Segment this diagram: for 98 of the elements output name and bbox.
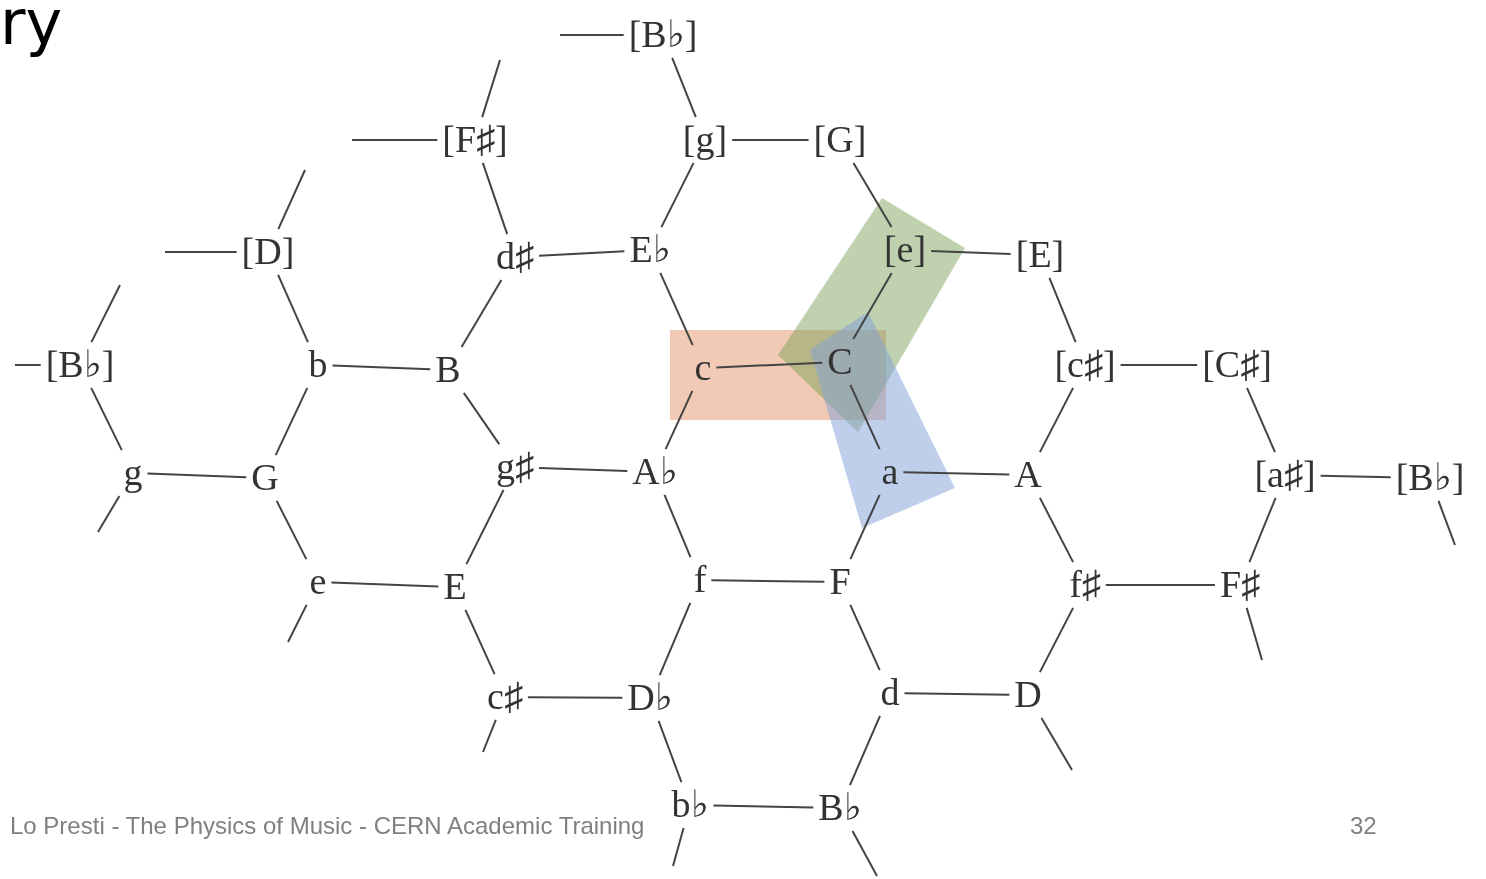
chord-label: B♭ (813, 785, 867, 831)
chord-label: [e] (878, 227, 932, 273)
connector-line (275, 499, 308, 561)
chord-label: f (688, 557, 712, 603)
connector-line (330, 581, 440, 588)
connector-line (660, 161, 695, 229)
connector-line (462, 391, 501, 446)
connector-line (715, 361, 824, 369)
connector-line (902, 471, 1011, 476)
connector-line (657, 719, 683, 784)
connector-line (1038, 386, 1075, 454)
chord-label: a (876, 449, 904, 495)
connector-line (277, 273, 309, 344)
connector-line (1048, 276, 1077, 344)
connector-line (1245, 606, 1263, 661)
chord-label: F♯ (1214, 562, 1266, 608)
connector-line (1038, 496, 1075, 564)
connector-line (97, 494, 121, 533)
connector-line (658, 601, 692, 677)
connector-line (852, 271, 893, 341)
chord-label: E (438, 564, 472, 610)
connector-line (852, 161, 893, 229)
chord-label: F (824, 559, 856, 605)
page-number: 32 (1350, 812, 1377, 840)
chord-label: G (246, 455, 284, 501)
chord-label: e (304, 559, 332, 605)
chord-label: E♭ (624, 227, 676, 273)
connector-line (849, 714, 881, 787)
connector-line (849, 383, 881, 451)
connector-line (538, 466, 629, 472)
chord-label: [B♭] (623, 12, 703, 58)
chord-label: b (303, 342, 333, 388)
connector-line (731, 139, 810, 141)
chord-label: g♯ (491, 444, 539, 490)
connector-line (849, 493, 881, 561)
connector-line (277, 169, 306, 231)
footer-text: Lo Presti - The Physics of Music - CERN Academic Training (10, 812, 645, 840)
connector-line (712, 804, 815, 809)
connector-line (659, 271, 694, 347)
connector-line (14, 364, 42, 366)
connector-line (664, 389, 694, 451)
connector-line (663, 493, 692, 559)
connector-line (538, 250, 626, 257)
connector-line (1040, 716, 1073, 771)
connector-line (903, 692, 1011, 696)
chord-label: c♯ (482, 674, 528, 720)
connector-line (90, 284, 121, 344)
connector-line (465, 488, 505, 566)
connector-line (351, 139, 439, 141)
chord-label: [E] (1010, 232, 1070, 278)
connector-line (481, 59, 501, 119)
chord-label: A♭ (627, 449, 683, 495)
chord-label: [B♭] (40, 342, 120, 388)
connector-line (849, 603, 881, 672)
connector-line (930, 250, 1012, 255)
connector-line (146, 472, 248, 479)
chord-label: B (430, 347, 466, 393)
connector-line (1104, 584, 1216, 586)
chord-label: [a♯] (1249, 452, 1321, 498)
connector-line (672, 826, 685, 867)
connector-line (1119, 364, 1199, 366)
chord-label: [C♯] (1197, 342, 1277, 388)
connector-line (274, 386, 309, 457)
chord-label: [c♯] (1049, 342, 1121, 388)
connector-line (710, 579, 826, 583)
slide-title: ry (0, 0, 63, 59)
connector-line (1437, 499, 1456, 546)
chord-label: A (1009, 452, 1047, 498)
connector-line (1248, 496, 1277, 564)
connector-line (90, 386, 123, 452)
chord-label: g (118, 450, 148, 496)
chord-label: [B♭] (1390, 455, 1470, 501)
connector-line (331, 364, 432, 371)
chord-label: [D] (236, 229, 300, 275)
connector-line (482, 718, 497, 753)
connector-line (464, 608, 496, 676)
chord-label: [G] (808, 117, 872, 163)
chord-label: D♭ (622, 675, 678, 721)
connector-line (559, 34, 625, 36)
chord-label: d (875, 670, 905, 716)
connector-line (1246, 386, 1276, 454)
connector-line (671, 56, 697, 119)
chord-label: d♯ (491, 234, 539, 280)
connector-line (851, 829, 878, 877)
chord-label: [g] (677, 117, 733, 163)
chord-label: f♯ (1064, 562, 1106, 608)
chord-label: D (1009, 672, 1047, 718)
chord-label: C (822, 339, 858, 385)
connector-line (1319, 474, 1392, 479)
chord-label: b♭ (666, 782, 714, 828)
connector-line (164, 251, 238, 253)
connector-line (287, 603, 308, 643)
connector-line (460, 278, 503, 349)
connector-line (481, 161, 509, 236)
chord-label: [F♯] (437, 117, 513, 163)
chord-label: c (689, 345, 717, 391)
connector-line (1038, 606, 1075, 674)
connector-line (526, 696, 624, 699)
